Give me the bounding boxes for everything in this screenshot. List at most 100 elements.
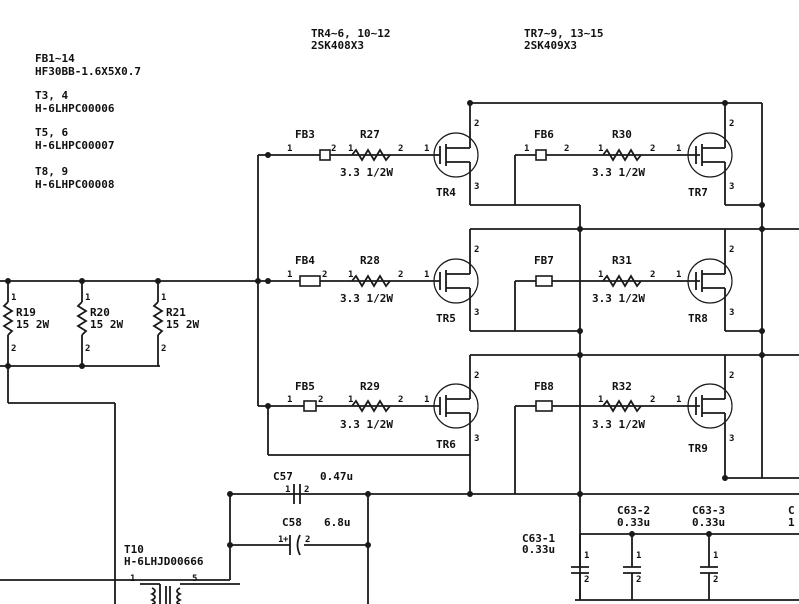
c63-1-ref: C63-1	[522, 532, 555, 545]
c63-2-pin2: 2	[636, 575, 641, 585]
output-stage-row-3: FB5 1 2 R29 1 2 1 3.3 1/2W 2 3 TR6 FB8 R…	[287, 371, 734, 494]
row3-r-right-pin2: 2	[650, 395, 655, 405]
r19-pin2: 2	[11, 344, 16, 354]
c63-1-pin1: 1	[584, 551, 589, 561]
snubber-capacitor-bank: C63-1 0.33u 1 2 C63-2 0.33u 1 2 C63-3 0.…	[522, 504, 799, 601]
t10-pin-a: 1	[130, 574, 135, 584]
row1-fb-left-pin1: 1	[287, 144, 292, 154]
c58-pin2: 2	[305, 535, 310, 545]
row2-tr-left-drain-pin: 2	[474, 245, 479, 255]
output-stage-row-2: FB4 1 2 R28 1 2 1 3.3 1/2W 2 3 TR5 FB7 R…	[287, 245, 734, 331]
note-tr-group1-part: 2SK408X3	[311, 39, 364, 52]
row3-r-right-pin1: 1	[598, 395, 603, 405]
row2-r-right: R31	[612, 254, 632, 267]
r21-ref: R21	[166, 306, 186, 319]
t10-part: H-6LHJD00666	[124, 555, 204, 568]
note-t34-part: H-6LHPC00006	[35, 102, 115, 115]
c-edge-value: 1	[788, 516, 795, 529]
row1-fb-right-pin1: 1	[524, 144, 529, 154]
row1-tr-left-source-pin: 3	[474, 182, 479, 192]
row2-fb-left-pin1: 1	[287, 270, 292, 280]
row2-r-right-pin1: 1	[598, 270, 603, 280]
r19-pin1: 1	[11, 293, 16, 303]
row1-tr-left-drain-pin: 2	[474, 119, 479, 129]
c57-value: 0.47u	[320, 470, 353, 483]
c-edge-ref: C	[788, 504, 795, 517]
c63-2-ref: C63-2	[617, 504, 650, 517]
row2-r-left-pin1: 1	[348, 270, 353, 280]
row3-r-right-value: 3.3 1/2W	[592, 418, 645, 431]
row1-tr-right-source-pin: 3	[729, 182, 734, 192]
note-t89: T8, 9	[35, 165, 68, 178]
row1-tr-right: TR7	[688, 186, 708, 199]
row2-tr-left: TR5	[436, 312, 456, 325]
row3-fb-left-pin2: 2	[318, 395, 323, 405]
row2-r-left: R28	[360, 254, 380, 267]
row3-fb-right: FB8	[534, 380, 554, 393]
row1-r-right: R30	[612, 128, 632, 141]
row2-tr-left-source-pin: 3	[474, 308, 479, 318]
row1-r-left: R27	[360, 128, 380, 141]
row3-r-right: R32	[612, 380, 632, 393]
row1-tr-right-gate-pin: 1	[676, 144, 681, 154]
note-t89-part: H-6LHPC00008	[35, 178, 114, 191]
c58-value: 6.8u	[324, 516, 351, 529]
r20-value: 15 2W	[90, 318, 123, 331]
r19-ref: R19	[16, 306, 36, 319]
c63-2-value: 0.33u	[617, 516, 650, 529]
row1-r-right-pin2: 2	[650, 144, 655, 154]
note-t56: T5, 6	[35, 126, 68, 139]
c63-2-pin1: 1	[636, 551, 641, 561]
row2-tr-right-source-pin: 3	[729, 308, 734, 318]
c58-pin1: 1	[278, 535, 283, 545]
row2-fb-left: FB4	[295, 254, 315, 267]
row2-fb-right: FB7	[534, 254, 554, 267]
c57-pin2: 2	[304, 485, 309, 495]
row3-tr-left-gate-pin: 1	[424, 395, 429, 405]
row2-r-left-value: 3.3 1/2W	[340, 292, 393, 305]
t10-pin-b: 5	[192, 574, 197, 584]
c63-3-value: 0.33u	[692, 516, 725, 529]
note-tr-group2: TR7~9, 13~15	[524, 27, 603, 40]
row3-r-left-value: 3.3 1/2W	[340, 418, 393, 431]
row3-tr-right: TR9	[688, 442, 708, 455]
r20-ref: R20	[90, 306, 110, 319]
part-notes: FB1~14 HF30BB-1.6X5X0.7 T3, 4 H-6LHPC000…	[35, 27, 603, 191]
c63-1-value: 0.33u	[522, 543, 555, 556]
row3-tr-right-drain-pin: 2	[729, 371, 734, 381]
row3-r-left-pin2: 2	[398, 395, 403, 405]
note-tr-group2-part: 2SK409X3	[524, 39, 577, 52]
row2-tr-right-gate-pin: 1	[676, 270, 681, 280]
note-fb-part: HF30BB-1.6X5X0.7	[35, 65, 141, 78]
bias-resistor-bank: 1 2 R19 15 2W 1 2 R20 15 2W 1 2 R21 15 2…	[2, 278, 199, 369]
note-t34: T3, 4	[35, 89, 68, 102]
note-t56-part: H-6LHPC00007	[35, 139, 114, 152]
r20-pin1: 1	[85, 293, 90, 303]
c57-ref: C57	[273, 470, 293, 483]
row2-tr-left-gate-pin: 1	[424, 270, 429, 280]
row3-r-left: R29	[360, 380, 380, 393]
row2-r-right-pin2: 2	[650, 270, 655, 280]
r19-value: 15 2W	[16, 318, 49, 331]
transformer-t10: T10 H-6LHJD00666 1 5	[124, 543, 240, 604]
row3-tr-left: TR6	[436, 438, 456, 451]
c58-plus: +	[283, 535, 289, 545]
row3-fb-left: FB5	[295, 380, 315, 393]
row3-tr-right-source-pin: 3	[729, 434, 734, 444]
row2-fb-left-pin2: 2	[322, 270, 327, 280]
row1-tr-left-gate-pin: 1	[424, 144, 429, 154]
coupling-capacitors: C57 0.47u 1 2 C58 6.8u 1 + 2	[115, 470, 371, 604]
row3-fb-left-pin1: 1	[287, 395, 292, 405]
c63-3-pin1: 1	[713, 551, 718, 561]
output-stage-row-1: FB3 1 2 R27 1 2 1 3.3 1/2W 2 3 TR4 FB6 1…	[287, 119, 734, 205]
row1-fb-right-pin2: 2	[564, 144, 569, 154]
c57-pin1: 1	[285, 485, 290, 495]
r20-pin2: 2	[85, 344, 90, 354]
c58-ref: C58	[282, 516, 302, 529]
row2-tr-right-drain-pin: 2	[729, 245, 734, 255]
row2-tr-right: TR8	[688, 312, 708, 325]
row1-tr-left: TR4	[436, 186, 456, 199]
row2-r-left-pin2: 2	[398, 270, 403, 280]
row1-r-right-value: 3.3 1/2W	[592, 166, 645, 179]
